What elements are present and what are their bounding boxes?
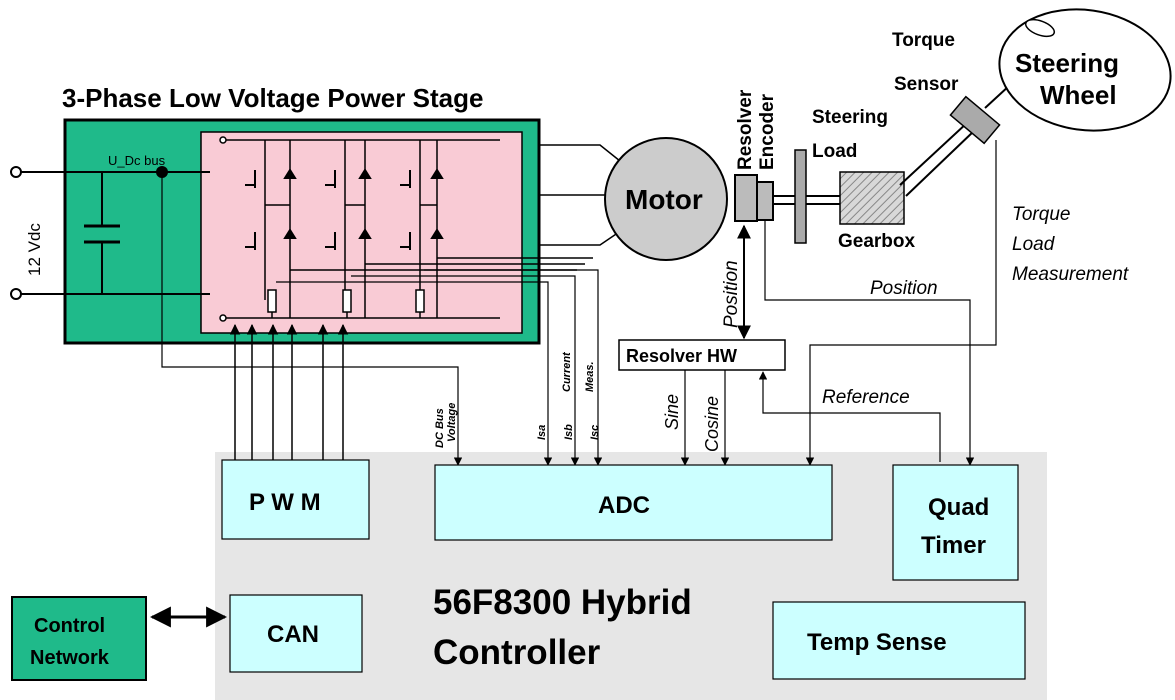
can-block <box>229 594 363 673</box>
temp-sense-label: Temp Sense <box>807 629 947 656</box>
controller-name-2: Controller <box>433 633 601 672</box>
steering-wheel-label-2: Wheel <box>1040 80 1117 110</box>
transistor-symbols <box>245 168 444 250</box>
steering-wheel-label-1: Steering <box>1015 48 1119 78</box>
quad-timer-label-2: Timer <box>921 532 986 559</box>
steering-load-label-1: Steering <box>812 107 888 128</box>
reference-label: Reference <box>822 387 910 408</box>
temp-sense-block <box>772 601 1026 680</box>
cosine-label: Cosine <box>702 396 722 452</box>
torque-load-label-2: Load <box>1012 234 1056 255</box>
encoder-position-line <box>764 220 975 466</box>
can-label: CAN <box>267 621 319 648</box>
steering-load-label-2: Load <box>812 141 857 162</box>
pwm-block <box>221 459 370 540</box>
encoder-block <box>756 181 774 221</box>
resolver-block <box>734 174 758 222</box>
torque-load-label-3: Measurement <box>1012 264 1129 285</box>
position-label: Position <box>870 278 938 299</box>
steering-wheel <box>998 8 1172 132</box>
pwm-label: P W M <box>249 489 321 516</box>
reference-line <box>758 371 941 462</box>
dc-bus-voltage-label-1: DC Bus <box>434 408 446 448</box>
steering-column <box>899 121 969 186</box>
gearbox <box>839 171 905 225</box>
current-sense-lines <box>276 269 603 466</box>
controller-name-1: 56F8300 Hybrid <box>433 583 692 622</box>
current-meas-label-2: Meas. <box>584 361 596 392</box>
dc-supply <box>10 166 210 300</box>
adc-label: ADC <box>598 492 650 519</box>
torque-sensor-label-2: Sensor <box>894 74 959 95</box>
supply-voltage-label: 12 Vdc <box>25 223 44 276</box>
torque-load-label-1: Torque <box>1012 204 1070 225</box>
resolver-hw-box <box>618 339 786 371</box>
torque-sensor <box>949 95 1001 145</box>
isa-label: Isa <box>536 425 548 440</box>
current-meas-label-1: Current <box>561 351 573 392</box>
steering-load-disc <box>794 149 807 244</box>
gearbox-label: Gearbox <box>838 231 916 252</box>
torque-sensor-label-1: Torque <box>892 30 955 51</box>
position-vertical-label: Position <box>721 260 742 328</box>
resolver-hw-label: Resolver HW <box>626 346 737 366</box>
dc-bus-sense-line <box>161 172 463 466</box>
torque-measurement-line <box>805 140 997 466</box>
motor-label: Motor <box>625 184 703 215</box>
sine-label: Sine <box>662 394 682 430</box>
dc-bus-voltage-label-2: Voltage <box>446 403 458 442</box>
steering-column-2 <box>905 129 976 197</box>
resolver-label: Resolver <box>735 89 756 170</box>
control-network-label-1: Control <box>34 615 105 637</box>
isc-label: Isc <box>589 425 601 440</box>
pwm-gate-lines <box>229 323 349 460</box>
inverter-box <box>200 131 523 334</box>
steering-wheel-hole <box>1024 18 1056 38</box>
isb-label: Isb <box>563 424 575 440</box>
power-stage-title: 3-Phase Low Voltage Power Stage <box>62 83 483 113</box>
quad-timer-label-1: Quad <box>928 494 989 521</box>
control-network-box <box>11 596 147 681</box>
dc-bus-label: U_Dc bus <box>108 153 166 168</box>
encoder-label: Encoder <box>757 93 778 170</box>
quad-timer-block <box>892 464 1019 581</box>
control-network-label-2: Network <box>30 647 110 669</box>
adc-block <box>434 464 833 541</box>
motor <box>604 137 728 261</box>
